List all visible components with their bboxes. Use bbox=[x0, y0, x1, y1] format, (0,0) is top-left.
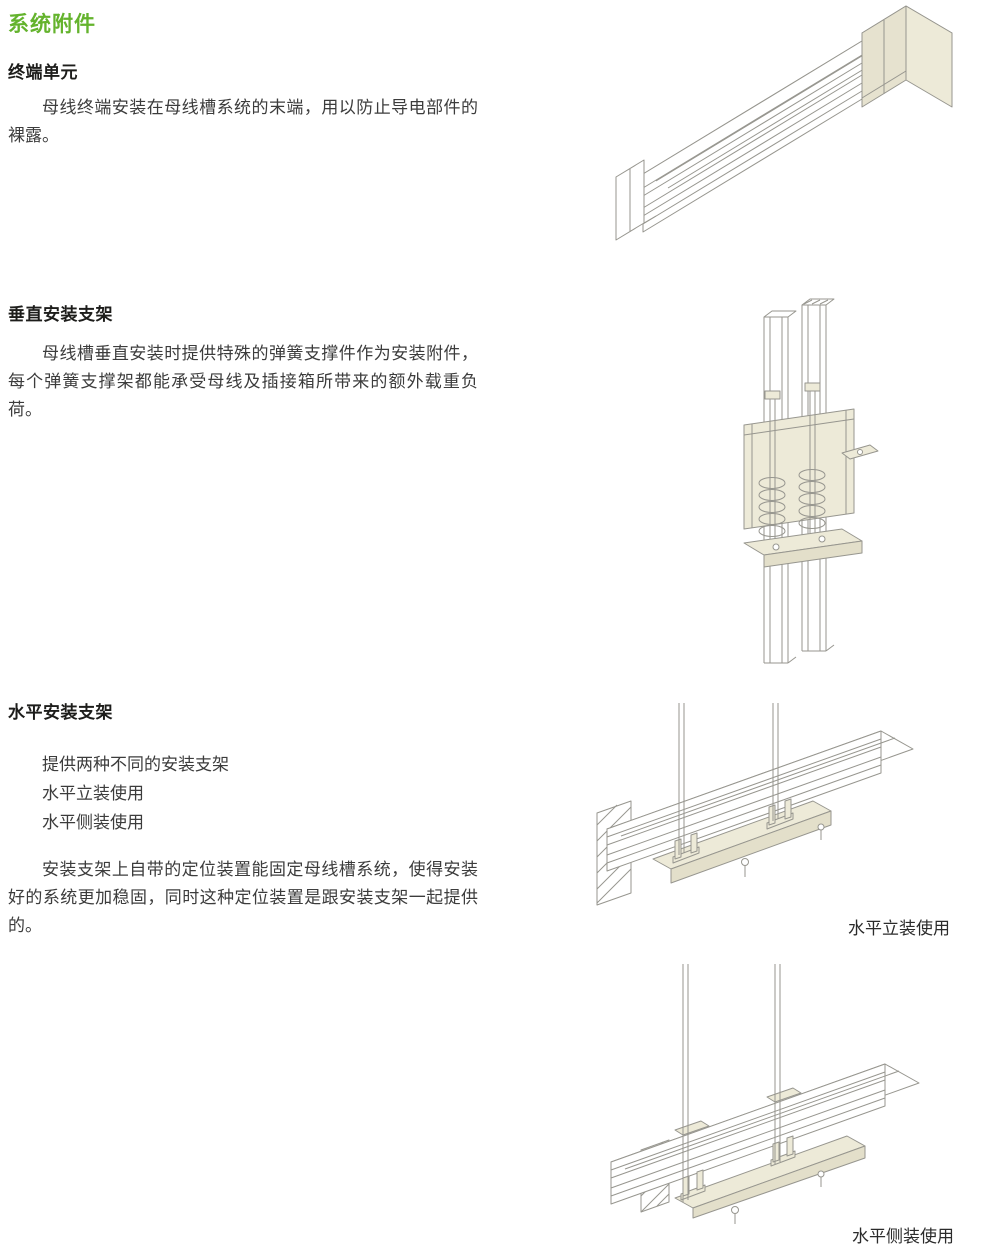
horizontal-upright-drawing bbox=[596, 703, 914, 906]
bottom-angle-bracket bbox=[743, 528, 863, 568]
figure-vertical-bracket bbox=[690, 295, 920, 675]
spring-coil-left bbox=[758, 477, 786, 537]
fixing-bolts bbox=[741, 823, 825, 877]
fixing-bolts bbox=[731, 1170, 825, 1224]
figure-horizontal-side bbox=[595, 958, 995, 1243]
list-line: 水平侧装使用 bbox=[42, 813, 144, 833]
horizontal-side-drawing bbox=[610, 964, 920, 1224]
spring-coil-right bbox=[798, 469, 826, 529]
page-title: 系统附件 bbox=[8, 12, 96, 36]
busway-duct bbox=[642, 40, 901, 233]
terminal-unit-drawing bbox=[615, 5, 953, 241]
mounting-bracket bbox=[674, 1135, 866, 1219]
terminal-end-cap bbox=[861, 5, 953, 108]
section-heading-vertical-bracket: 垂直安装支架 bbox=[8, 305, 113, 325]
vertical-bracket-drawing bbox=[743, 298, 879, 664]
figure-caption-upright: 水平立装使用 bbox=[848, 919, 950, 939]
threaded-rods bbox=[764, 382, 821, 541]
hanger-rods bbox=[678, 703, 779, 855]
paragraph-vertical-bracket: 母线槽垂直安装时提供特殊的弹簧支撑件作为安装附件，每个弹簧支撑架都能承受母线及插… bbox=[8, 344, 478, 420]
figure-horizontal-upright bbox=[595, 695, 995, 950]
figure-terminal-unit bbox=[598, 0, 990, 270]
paragraph-horizontal-bracket: 安装支架上自带的定位装置能固定母线槽系统，使得安装好的系统更加稳固，同时这种定位… bbox=[8, 860, 478, 936]
figure-caption-side: 水平侧装使用 bbox=[852, 1227, 954, 1246]
list-line: 提供两种不同的安装支架 bbox=[42, 755, 229, 775]
bracket-type-list: 提供两种不同的安装支架 水平立装使用 水平侧装使用 bbox=[8, 751, 478, 838]
hanger-rods bbox=[682, 964, 781, 1202]
hanger-back-plate bbox=[743, 408, 855, 530]
paragraph-terminal-unit: 母线终端安装在母线槽系统的末端，用以防止导电部件的裸露。 bbox=[8, 98, 478, 146]
list-line: 水平立装使用 bbox=[42, 784, 144, 804]
end-plate bbox=[615, 159, 657, 241]
section-heading-terminal-unit: 终端单元 bbox=[8, 63, 78, 83]
section-heading-horizontal-bracket: 水平安装支架 bbox=[8, 703, 113, 723]
side-clip bbox=[841, 444, 879, 460]
